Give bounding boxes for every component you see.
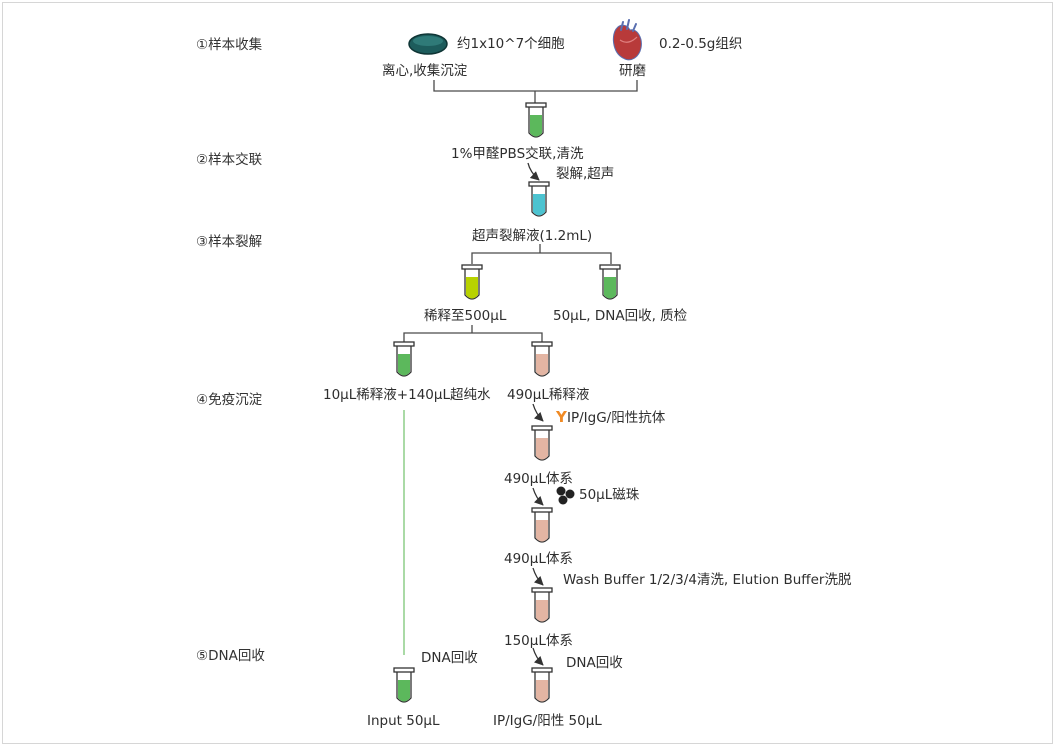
system-490-a-label: 490μL体系 <box>504 471 573 487</box>
tube-ip-diluent-icon <box>531 341 553 377</box>
crosslink-label: 1%甲醛PBS交联,清洗 <box>451 146 584 162</box>
magnetic-beads-icon <box>556 486 575 505</box>
arrow-elution <box>532 647 544 666</box>
dilute-split-bracket <box>403 332 543 343</box>
tissue-amount-label: 0.2-0.5g组织 <box>659 36 743 52</box>
ip-diluent-label: 490μL稀释液 <box>507 387 590 403</box>
system-490-b-label: 490μL体系 <box>504 551 573 567</box>
input-mix-label: 10μL稀释液+140μL超纯水 <box>323 387 491 403</box>
grind-label: 研磨 <box>619 63 646 79</box>
arrow-antibody <box>532 403 544 422</box>
tube-qc-icon <box>599 264 621 300</box>
step-2-label: ②样本交联 <box>196 152 263 168</box>
step-1-label: ①样本收集 <box>196 37 263 53</box>
tube-lysed-icon <box>528 181 550 217</box>
culture-dish-icon <box>408 33 448 55</box>
system-150-label: 150μL体系 <box>504 633 573 649</box>
wash-elution-label: Wash Buffer 1/2/3/4清洗, Elution Buffer洗脱 <box>563 572 852 588</box>
step-4-label: ④免疫沉淀 <box>196 392 263 408</box>
input-final-label: Input 50μL <box>367 713 440 729</box>
tube-diluted-icon <box>461 264 483 300</box>
qc-label: 50μL, DNA回收, 质检 <box>553 308 688 324</box>
step-5-label: ⑤DNA回收 <box>196 648 265 664</box>
arrow-crosslink <box>527 162 540 181</box>
arrow-wash <box>532 567 544 586</box>
tube-crosslinked-icon <box>525 102 547 138</box>
sonication-lysate-label: 超声裂解液(1.2mL) <box>472 228 593 244</box>
merge-bracket-top <box>433 80 638 92</box>
tube-ip-antibody-icon <box>531 425 553 461</box>
tube-input-final-icon <box>393 667 415 703</box>
tube-ip-washed-icon <box>531 587 553 623</box>
dna-recovery-left-label: DNA回收 <box>421 650 478 666</box>
ip-final-label: IP/IgG/阳性 50μL <box>493 713 602 729</box>
tube-ip-final-icon <box>531 667 553 703</box>
centrifuge-label: 离心,收集沉淀 <box>382 63 468 79</box>
antibody-label: IP/IgG/阳性抗体 <box>567 410 666 426</box>
tissue-heart-icon <box>612 19 642 61</box>
dna-recovery-right-label: DNA回收 <box>566 655 623 671</box>
tube-input-icon <box>393 341 415 377</box>
lyse-sonicate-label: 裂解,超声 <box>556 166 615 182</box>
arrow-beads <box>532 487 544 506</box>
cells-count-label: 约1x10^7个细胞 <box>457 36 565 52</box>
lysate-split-bracket <box>471 252 612 264</box>
tube-ip-beads-icon <box>531 507 553 543</box>
dilute-label: 稀释至500μL <box>424 308 507 324</box>
beads-label: 50μL磁珠 <box>579 487 640 503</box>
step-3-label: ③样本裂解 <box>196 234 263 250</box>
antibody-icon: Y <box>555 408 568 426</box>
